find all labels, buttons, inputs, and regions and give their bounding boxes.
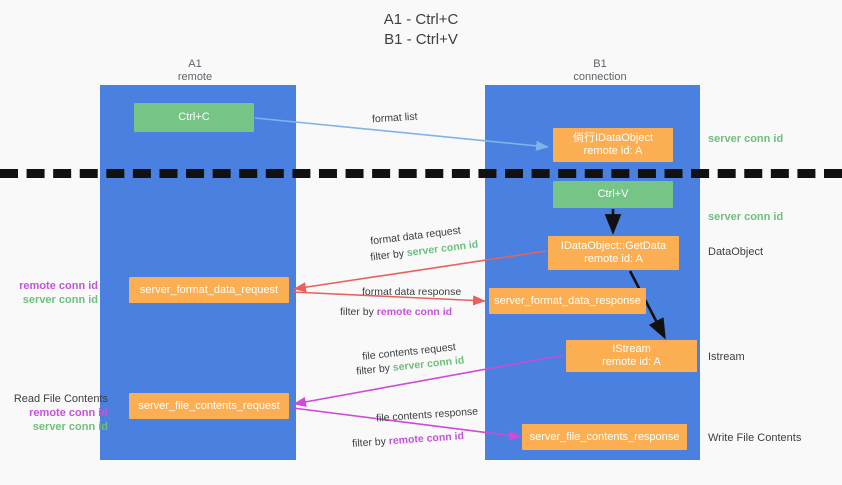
title-line-1: A1 - Ctrl+C bbox=[383, 11, 459, 28]
node-server-format-data-request[interactable]: server_format_data_request bbox=[129, 277, 289, 303]
annotation-left-conn-ids-format: remote conn id server conn id bbox=[8, 279, 98, 307]
node-getdata-line1: IDataObject::GetData bbox=[560, 240, 667, 252]
node-istream-line2: remote id: A bbox=[602, 356, 661, 368]
node-ctrl-v[interactable]: Ctrl+V bbox=[553, 181, 673, 208]
annotation-istream: Istream bbox=[708, 351, 745, 363]
annotation-remote-conn-id-1: remote conn id bbox=[19, 280, 98, 292]
title-line-2: B1 - Ctrl+V bbox=[384, 31, 458, 48]
edge-label-format-list: format list bbox=[371, 110, 418, 126]
column-header-b1-sub: connection bbox=[573, 71, 627, 83]
node-server-file-contents-response-label: server_file_contents_response bbox=[529, 430, 680, 443]
node-idataobject-line1: 倘行IDataObject bbox=[572, 132, 654, 144]
filter-prefix: filter by bbox=[340, 306, 377, 318]
edge-label-file-contents-response: file contents response bbox=[375, 405, 479, 425]
node-server-format-data-response-label: server_format_data_response bbox=[494, 294, 641, 307]
annotation-server-conn-id-2: server conn id bbox=[32, 421, 108, 433]
annotation-left-read-file-contents: Read File Contents remote conn id server… bbox=[8, 392, 108, 434]
column-header-a1-name: A1 bbox=[188, 58, 202, 70]
filter-key-remote-conn-id: remote conn id bbox=[388, 430, 465, 448]
node-ctrl-c-label: Ctrl+C bbox=[178, 111, 210, 123]
filter-key-remote-conn-id: remote conn id bbox=[376, 306, 453, 318]
filter-prefix: filter by bbox=[351, 435, 390, 450]
annotation-server-conn-id-1: server conn id bbox=[22, 294, 98, 306]
page-title: A1 - Ctrl+C B1 - Ctrl+V bbox=[0, 10, 842, 50]
node-istream-line1: IStream bbox=[612, 343, 651, 355]
node-idataobject-line2: remote id: A bbox=[583, 145, 643, 157]
node-server-file-contents-response[interactable]: server_file_contents_response bbox=[522, 424, 687, 450]
edge-label-format-data-response: format data response bbox=[362, 286, 462, 298]
node-ctrl-c[interactable]: Ctrl+C bbox=[134, 103, 254, 132]
phase-divider bbox=[0, 169, 842, 178]
node-server-format-data-request-label: server_format_data_request bbox=[139, 283, 279, 296]
edge-label-file-contents-response-filter: filter by remote conn id bbox=[352, 429, 465, 451]
filter-prefix: filter by bbox=[369, 247, 408, 264]
column-header-b1: B1 connection bbox=[530, 58, 670, 84]
annotation-server-conn-id-second: server conn id bbox=[708, 211, 784, 223]
node-getdata-line2: remote id: A bbox=[584, 253, 643, 265]
edge-label-format-data-response-filter: filter by remote conn id bbox=[340, 305, 452, 319]
filter-prefix: filter by bbox=[355, 361, 394, 378]
node-ctrl-v-label: Ctrl+V bbox=[597, 188, 629, 200]
column-header-b1-name: B1 bbox=[593, 58, 607, 70]
annotation-server-conn-id-top: server conn id bbox=[708, 133, 784, 145]
annotation-dataobject: DataObject bbox=[708, 246, 764, 258]
column-header-a1: A1 remote bbox=[130, 58, 260, 84]
node-server-file-contents-request-label: server_file_contents_request bbox=[138, 399, 280, 412]
node-server-format-data-response[interactable]: server_format_data_response bbox=[489, 288, 646, 314]
annotation-write-file-contents: Write File Contents bbox=[708, 432, 802, 444]
node-server-file-contents-request[interactable]: server_file_contents_request bbox=[129, 393, 289, 419]
annotation-read-file-contents: Read File Contents bbox=[13, 393, 108, 405]
annotation-remote-conn-id-2: remote conn id bbox=[29, 407, 108, 419]
column-header-a1-sub: remote bbox=[177, 71, 213, 83]
node-idataobject-getdata[interactable]: IDataObject::GetData remote id: A bbox=[548, 236, 679, 270]
node-idataobject[interactable]: 倘行IDataObject remote id: A bbox=[553, 128, 673, 162]
node-istream[interactable]: IStream remote id: A bbox=[566, 340, 697, 372]
